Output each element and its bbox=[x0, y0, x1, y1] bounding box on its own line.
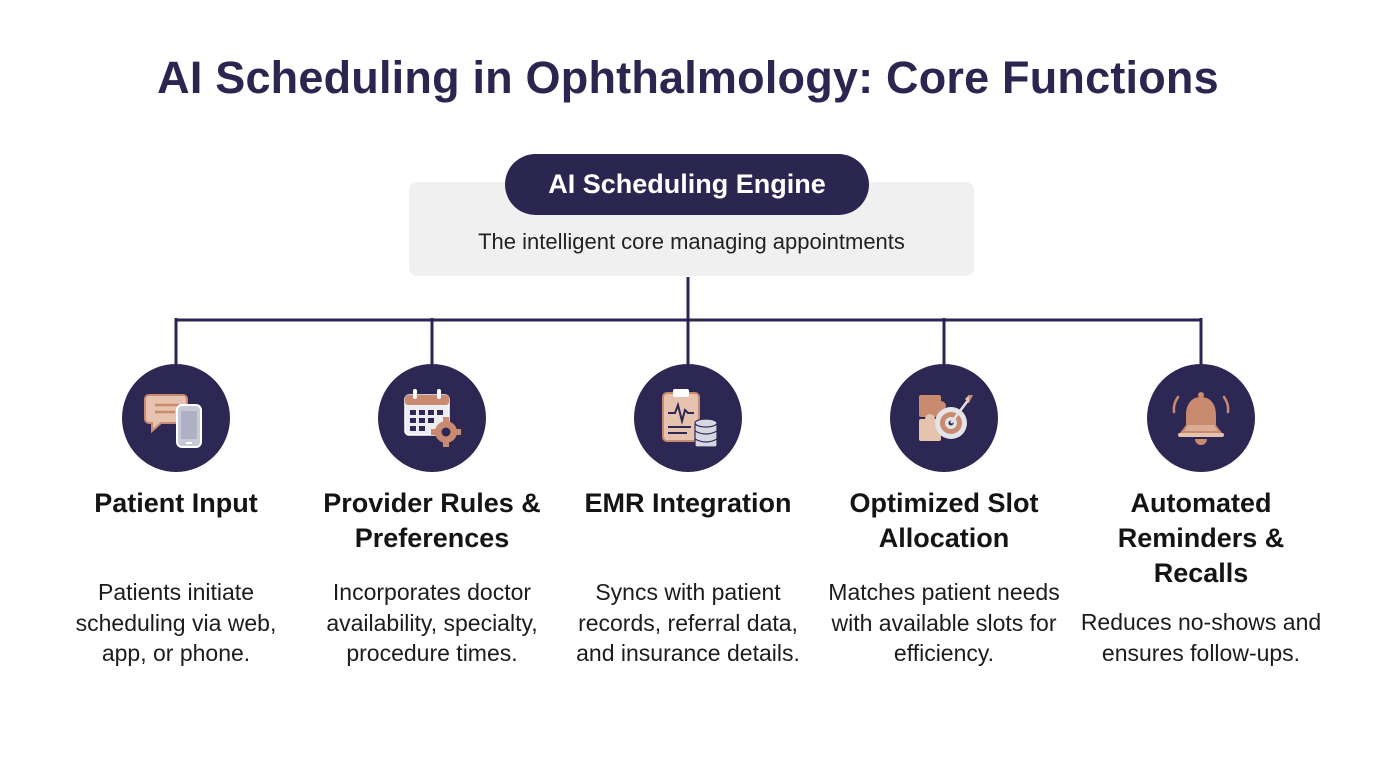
page-title: AI Scheduling in Ophthalmology: Core Fun… bbox=[157, 52, 1219, 103]
function-desc-automated-reminders: Reduces no-shows and ensures follow-ups. bbox=[1080, 609, 1322, 666]
function-title-patient-input: Patient Input bbox=[94, 488, 258, 518]
function-desc-provider-rules: Incorporates doctor availability, specia… bbox=[326, 579, 538, 666]
function-desc-optimized-slot-allocation: Matches patient needs with available slo… bbox=[828, 579, 1060, 666]
chat-phone-icon bbox=[122, 364, 230, 472]
bell-icon bbox=[1147, 364, 1255, 472]
function-title-provider-rules: Provider Rules & Preferences bbox=[323, 488, 541, 553]
calendar-gear-icon bbox=[378, 364, 486, 472]
clipboard-database-icon bbox=[634, 364, 742, 472]
function-desc-emr-integration: Syncs with patient records, referral dat… bbox=[576, 579, 800, 666]
function-title-automated-reminders: Automated Reminders & Recalls bbox=[1117, 488, 1285, 588]
engine-description: The intelligent core managing appointmen… bbox=[478, 229, 905, 254]
puzzle-target-icon bbox=[890, 364, 998, 472]
function-title-emr-integration: EMR Integration bbox=[584, 488, 792, 518]
function-desc-patient-input: Patients initiate scheduling via web, ap… bbox=[75, 579, 277, 666]
engine-label: AI Scheduling Engine bbox=[505, 154, 869, 215]
function-title-optimized-slot-allocation: Optimized Slot Allocation bbox=[849, 488, 1039, 553]
